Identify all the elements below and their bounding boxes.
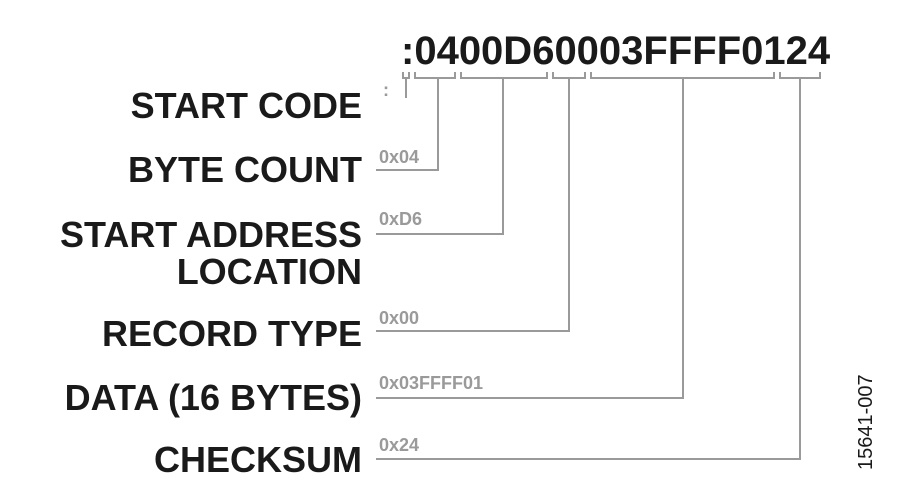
value-start-code: : (383, 80, 389, 100)
label-byte-count: BYTE COUNT (128, 149, 362, 190)
leader-start-address (376, 78, 504, 235)
leader-checksum (376, 78, 801, 460)
value-start-address: 0xD6 (379, 209, 422, 229)
value-record-type: 0x00 (379, 308, 419, 328)
label-start-code: START CODE (131, 85, 362, 126)
leader-byte-count (376, 78, 439, 171)
leader-data (376, 78, 684, 399)
label-start-address: START ADDRESS (60, 214, 362, 255)
value-byte-count: 0x04 (379, 147, 419, 167)
bracket-byte-count (414, 72, 456, 79)
label-record-type: RECORD TYPE (102, 313, 362, 354)
leader-lines (376, 78, 801, 460)
hex-record-string: :0400D60003FFFF0124 (401, 29, 831, 73)
leader-record-type (376, 78, 570, 332)
label-checksum: CHECKSUM (154, 439, 362, 480)
figure-id: 15641-007 (855, 374, 877, 470)
label-data: DATA (16 BYTES) (65, 377, 362, 418)
field-labels: START CODE BYTE COUNT START ADDRESS LOCA… (60, 85, 362, 480)
value-checksum: 0x24 (379, 435, 419, 455)
label-start-address-line2: LOCATION (177, 251, 362, 292)
value-data: 0x03FFFF01 (379, 373, 483, 393)
field-values: : 0x04 0xD6 0x00 0x03FFFF01 0x24 (379, 80, 483, 455)
